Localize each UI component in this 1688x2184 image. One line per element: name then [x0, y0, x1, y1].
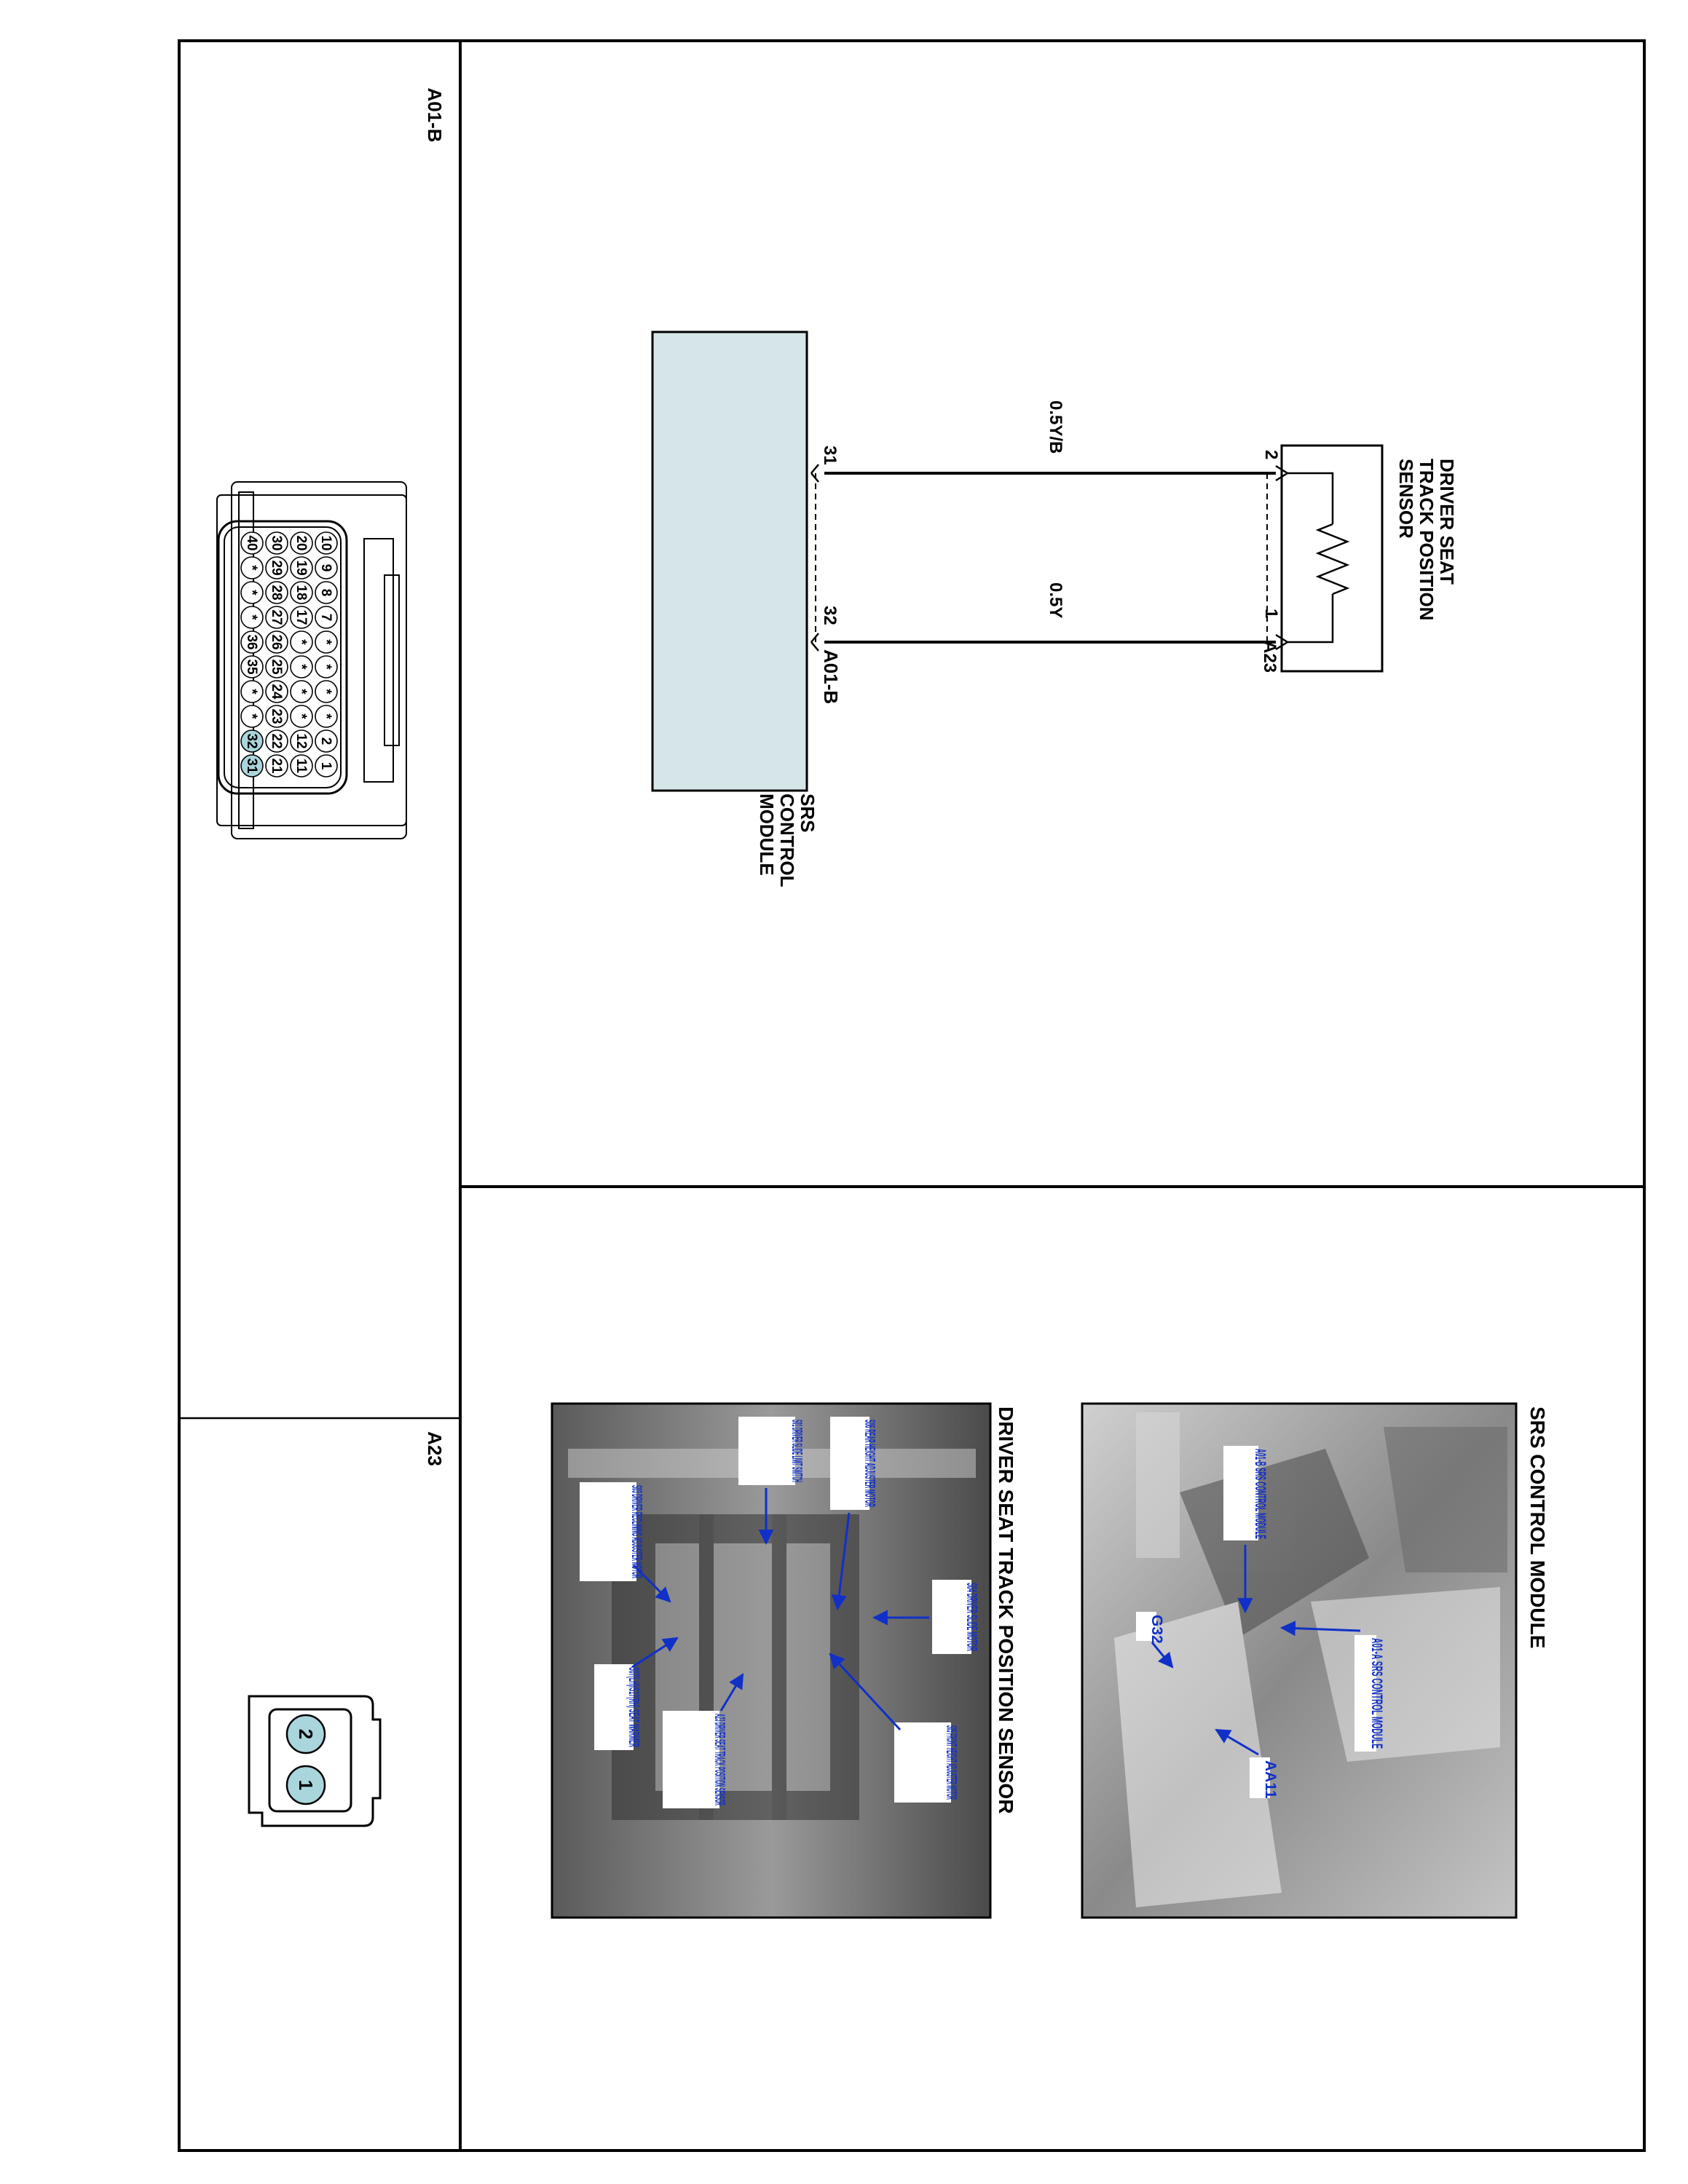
module-connector-arrows	[811, 464, 819, 652]
svg-text:27: 27	[269, 609, 284, 625]
svg-text:30: 30	[269, 535, 284, 550]
srs-module-box	[651, 331, 808, 792]
svg-text:2: 2	[318, 737, 334, 745]
svg-text:*: *	[318, 664, 334, 670]
photo-seat-arrows	[631, 1488, 929, 1731]
svg-text:*: *	[244, 614, 259, 620]
svg-text:28: 28	[269, 585, 284, 600]
svg-text:TRACK POSITION: TRACK POSITION	[1416, 459, 1437, 620]
module-pin-32: 32	[820, 606, 840, 625]
a23-pin-2	[285, 1714, 326, 1754]
svg-text:32: 32	[244, 733, 259, 748]
svg-text:*: *	[244, 689, 259, 695]
pin-row-2: 20 19 18 17 * * * * 12 11	[290, 531, 313, 778]
resistor-symbol	[1275, 464, 1350, 651]
svg-text:9: 9	[318, 564, 334, 572]
svg-text:*: *	[244, 713, 259, 719]
a23-pin-1	[285, 1765, 326, 1805]
svg-text:36: 36	[244, 634, 259, 649]
module-pin-31: 31	[820, 446, 840, 465]
srs-module-label: SRS CONTROL MODULE	[756, 794, 819, 887]
svg-text:19: 19	[293, 560, 309, 575]
svg-text:A23 DRIVER SEAT TRACK POSITION: A23 DRIVER SEAT TRACK POSITION SENSOR	[711, 1714, 727, 1805]
svg-text:S04 DRIVER SLIDE MOTOR: S04 DRIVER SLIDE MOTOR	[963, 1583, 979, 1651]
svg-text:*: *	[318, 689, 334, 695]
svg-text:24: 24	[269, 684, 284, 700]
svg-text:12: 12	[293, 733, 309, 748]
photo-seat-panel: DRIVER SEAT TRACK POSITION SENSOR S01 DR…	[551, 1402, 1017, 1919]
photo-seat-title: DRIVER SEAT TRACK POSITION SENSOR	[995, 1406, 1017, 1814]
sensor-pin-2: 2	[1261, 450, 1281, 459]
svg-text:*: *	[293, 689, 309, 695]
svg-text:1: 1	[318, 762, 334, 770]
svg-text:1: 1	[295, 1780, 317, 1790]
photo-seat-callouts: S01 DRIVER SLIDE LIMIT SWITCH S06 REAR H…	[580, 1417, 979, 1808]
svg-text:26: 26	[269, 634, 284, 649]
wire-label-top: 0.5Y/B	[1046, 400, 1065, 454]
svg-text:S06 REAR HEIGHT ADJUSTER MOTOR: S06 REAR HEIGHT ADJUSTER MOTOR	[861, 1420, 877, 1507]
svg-text:40: 40	[244, 535, 259, 550]
svg-text:21: 21	[269, 758, 284, 774]
svg-text:S01 DRIVER SLIDE LIMIT SWITCH: S01 DRIVER SLIDE LIMIT SWITCH	[789, 1420, 805, 1482]
svg-text:20: 20	[293, 535, 309, 550]
module-connector-label: A01-B	[820, 649, 842, 704]
svg-text:A01-A SRS CONTROL MODULE: A01-A SRS CONTROL MODULE	[1368, 1638, 1385, 1749]
svg-text:17: 17	[293, 609, 309, 625]
svg-text:8: 8	[318, 589, 334, 597]
photo-srs-callouts: A01-B SRS CONTROL MODULE A01-A SRS CONTR…	[1136, 1446, 1385, 1799]
svg-text:2: 2	[295, 1729, 317, 1739]
svg-text:10: 10	[318, 535, 334, 550]
svg-text:SRS: SRS	[797, 794, 819, 832]
svg-text:*: *	[318, 639, 334, 645]
connector-a01b-title: A01-B	[424, 87, 446, 142]
svg-text:31: 31	[244, 758, 259, 774]
sensor-label: DRIVER SEAT TRACK POSITION SENSOR	[1395, 459, 1458, 620]
svg-text:*: *	[293, 664, 309, 670]
connector-a23-panel: A23 2 1	[248, 1431, 446, 1827]
wire-label-bottom: 0.5Y	[1046, 582, 1065, 618]
pin-row-4: 40 * * * 36 35 * * 32 31	[240, 531, 264, 778]
pin-row-3: 30 29 28 27 26 25 24 23 22 21	[265, 531, 288, 778]
svg-text:22: 22	[269, 733, 284, 748]
sensor-pin-1: 1	[1261, 609, 1281, 618]
schematic: DRIVER SEAT TRACK POSITION SENSOR A23 2 …	[651, 331, 1458, 887]
connector-a23-title: A23	[424, 1431, 446, 1466]
svg-text:A01-B SRS CONTROL MODULE: A01-B SRS CONTROL MODULE	[1252, 1449, 1269, 1539]
svg-text:*: *	[293, 713, 309, 719]
svg-text:11: 11	[293, 759, 309, 774]
svg-text:*: *	[293, 639, 309, 645]
svg-text:7: 7	[318, 614, 334, 622]
svg-text:S05 FRONT HEIGHT ADJUSTER MOTO: S05 FRONT HEIGHT ADJUSTER MOTOR	[943, 1725, 959, 1800]
connector-a23-pins: 2 1	[285, 1714, 326, 1805]
svg-text:35: 35	[244, 659, 259, 675]
photo-srs-panel: SRS CONTROL MODULE A01-B SRS CONTROL MOD…	[1081, 1402, 1549, 1919]
svg-text:*: *	[244, 565, 259, 571]
svg-text:MODULE: MODULE	[756, 794, 778, 876]
svg-text:S03 DRIVER RECLINING ADJUSTER: S03 DRIVER RECLINING ADJUSTER MOTOR	[628, 1485, 644, 1578]
connector-a01b-pins: 10 9 8 7 * * * * 2 1	[240, 531, 338, 778]
svg-text:CONTROL: CONTROL	[776, 794, 798, 887]
svg-text:S07(LH)/S17(RH) SEAT WARMER: S07(LH)/S17(RH) SEAT WARMER	[626, 1667, 642, 1747]
svg-text:29: 29	[269, 560, 284, 575]
svg-text:*: *	[318, 713, 334, 719]
page-frame	[178, 39, 1646, 2152]
connector-a23-housing	[248, 1695, 382, 1827]
photo-srs-title: SRS CONTROL MODULE	[1526, 1406, 1549, 1648]
svg-text:18: 18	[293, 585, 309, 600]
svg-text:DRIVER SEAT: DRIVER SEAT	[1436, 459, 1458, 585]
svg-text:25: 25	[269, 659, 284, 675]
photo-srs-arrows	[1151, 1545, 1361, 1756]
svg-text:*: *	[244, 590, 259, 596]
pin-31-highlight	[240, 754, 264, 778]
svg-text:AA11: AA11	[1262, 1760, 1279, 1799]
svg-text:G32: G32	[1148, 1615, 1165, 1644]
pin-32-highlight	[240, 729, 264, 753]
svg-text:23: 23	[269, 708, 284, 724]
svg-text:SENSOR: SENSOR	[1395, 459, 1417, 539]
pin-row-1: 10 9 8 7 * * * * 2 1	[315, 531, 338, 778]
sensor-connector-label: A23	[1260, 641, 1279, 673]
connector-a01b-panel: A01-B 10 9 8 7 * *	[216, 87, 446, 839]
connector-a01b-housing	[216, 481, 407, 839]
